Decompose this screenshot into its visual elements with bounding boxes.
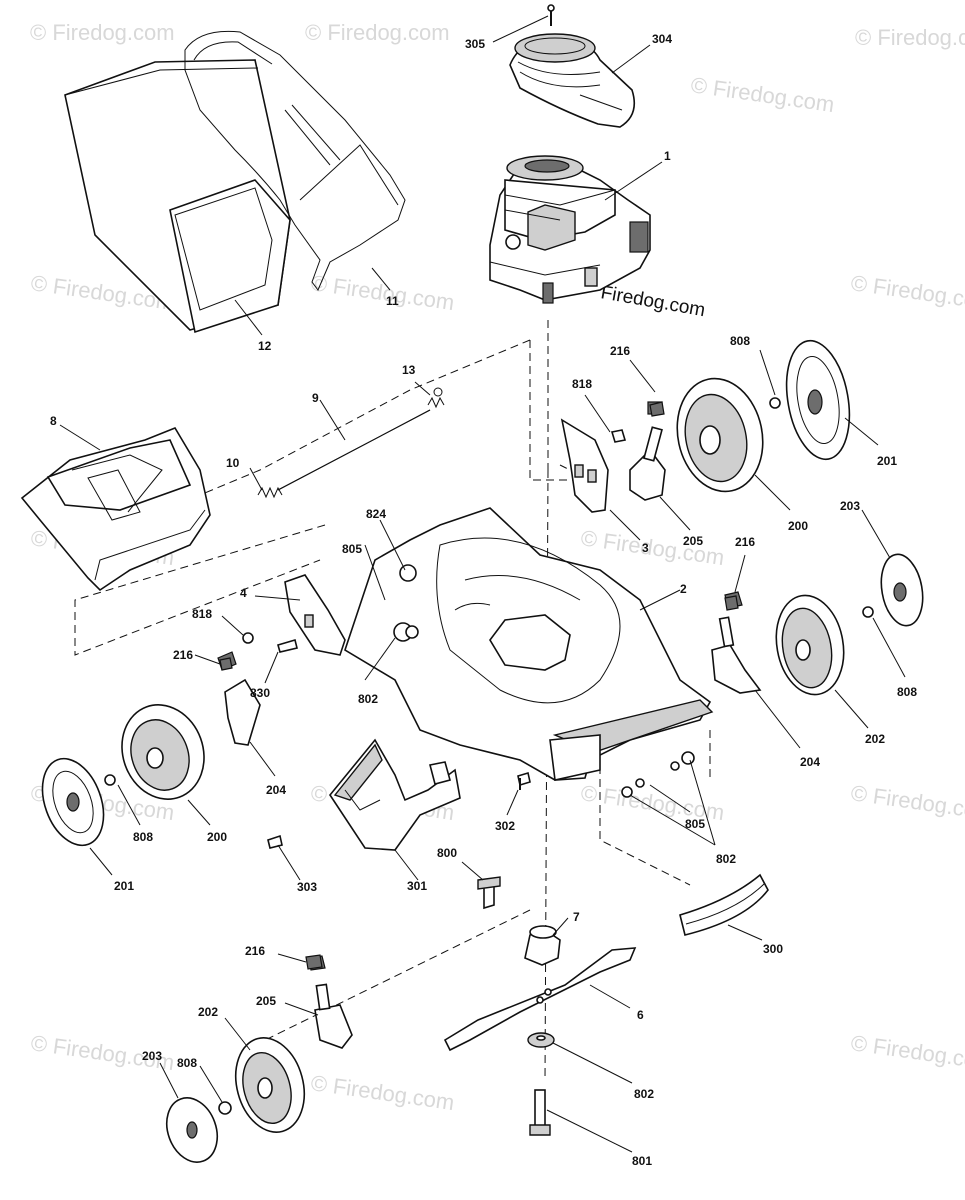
callout-830: 830 <box>250 686 270 700</box>
callout-9: 9 <box>312 391 319 405</box>
watermark-text: © Firedog.com <box>309 1070 456 1115</box>
callout-7: 7 <box>573 910 580 924</box>
callout-2: 2 <box>680 582 687 596</box>
callout-201: 201 <box>114 879 134 893</box>
small-hardware <box>104 397 874 1115</box>
callout-201: 201 <box>877 454 897 468</box>
callout-200: 200 <box>788 519 808 533</box>
spring-10 <box>257 486 283 499</box>
callout-808: 808 <box>897 685 917 699</box>
hubcap-203-bottom <box>165 1097 219 1163</box>
callout-301: 301 <box>407 879 427 893</box>
callout-205: 205 <box>683 534 703 548</box>
callout-302: 302 <box>495 819 515 833</box>
hubcap-201-left <box>41 757 105 847</box>
callout-203: 203 <box>840 499 860 513</box>
engine-cover-304 <box>509 33 636 128</box>
rod-9 <box>277 409 431 491</box>
engine-1 <box>489 155 651 304</box>
callout-204: 204 <box>800 755 820 769</box>
screw-305 <box>547 4 555 26</box>
callout-818: 818 <box>192 607 212 621</box>
watermark-text: © Firedog.com <box>855 25 965 50</box>
callout-805: 805 <box>342 542 362 556</box>
bracket-4 <box>284 574 346 656</box>
callout-801: 801 <box>632 1154 652 1168</box>
washer-802 <box>527 1032 555 1048</box>
rear-skirt-300 <box>679 873 769 936</box>
grass-bag-12 <box>64 59 291 334</box>
callout-303: 303 <box>297 880 317 894</box>
watermark-text: © Firedog.com <box>689 72 836 117</box>
rear-door-8 <box>20 427 211 592</box>
callout-818: 818 <box>572 377 592 391</box>
callout-216: 216 <box>735 535 755 549</box>
spring-13 <box>427 387 445 409</box>
hubcap-203-right <box>880 553 924 627</box>
bracket-3 <box>560 418 609 513</box>
wheel-200-top <box>676 377 764 493</box>
height-adjuster-205-top <box>629 401 666 501</box>
callout-labels: 305 304 1 11 12 216 808 818 201 13 9 8 1… <box>50 32 917 1168</box>
wheel-202-right <box>775 594 845 696</box>
callout-200: 200 <box>207 830 227 844</box>
bolt-801 <box>529 1089 551 1136</box>
callout-13: 13 <box>402 363 416 377</box>
watermark-text: © Firedog.com <box>309 270 456 315</box>
watermark-text: © Firedog.com <box>579 525 726 570</box>
callout-305: 305 <box>465 37 485 51</box>
callout-808: 808 <box>177 1056 197 1070</box>
blade-adapter-7 <box>524 925 561 966</box>
callout-216: 216 <box>245 944 265 958</box>
callout-4: 4 <box>240 586 247 600</box>
callout-8: 8 <box>50 414 57 428</box>
callout-205: 205 <box>256 994 276 1008</box>
callout-304: 304 <box>652 32 672 46</box>
callout-300: 300 <box>763 942 783 956</box>
bag-frame-11 <box>184 30 406 291</box>
wheel-200-left <box>121 704 205 800</box>
bolt-800 <box>477 876 501 910</box>
callout-203: 203 <box>142 1049 162 1063</box>
callout-12: 12 <box>258 339 272 353</box>
callout-204: 204 <box>266 783 286 797</box>
callout-216: 216 <box>610 344 630 358</box>
height-adjuster-205-bottom <box>307 955 353 1049</box>
callout-216: 216 <box>173 648 193 662</box>
leader-lines <box>59 15 906 1153</box>
callout-808: 808 <box>133 830 153 844</box>
callout-802: 802 <box>358 692 378 706</box>
watermark-text: © Firedog.com <box>849 270 965 315</box>
watermark-text: © Firedog.com <box>849 1030 965 1075</box>
callout-808: 808 <box>730 334 750 348</box>
callout-3: 3 <box>642 541 649 555</box>
callout-800: 800 <box>437 846 457 860</box>
callout-6: 6 <box>637 1008 644 1022</box>
callout-802: 802 <box>716 852 736 866</box>
watermark-main: Firedog.com <box>599 282 707 321</box>
callout-805: 805 <box>685 817 705 831</box>
blade-6 <box>443 947 637 1052</box>
wheel-202-bottom <box>234 1037 306 1133</box>
callout-824: 824 <box>366 507 386 521</box>
callout-202: 202 <box>198 1005 218 1019</box>
callout-802: 802 <box>634 1087 654 1101</box>
callout-202: 202 <box>865 732 885 746</box>
callout-1: 1 <box>664 149 671 163</box>
callout-10: 10 <box>226 456 240 470</box>
watermark-text: © Firedog.com <box>30 20 175 45</box>
watermark-text: © Firedog.com <box>849 780 965 825</box>
watermark-text: © Firedog.com <box>305 20 450 45</box>
hubcap-201-top <box>785 339 851 461</box>
discharge-chute-301 <box>329 738 461 851</box>
callout-11: 11 <box>386 294 399 308</box>
